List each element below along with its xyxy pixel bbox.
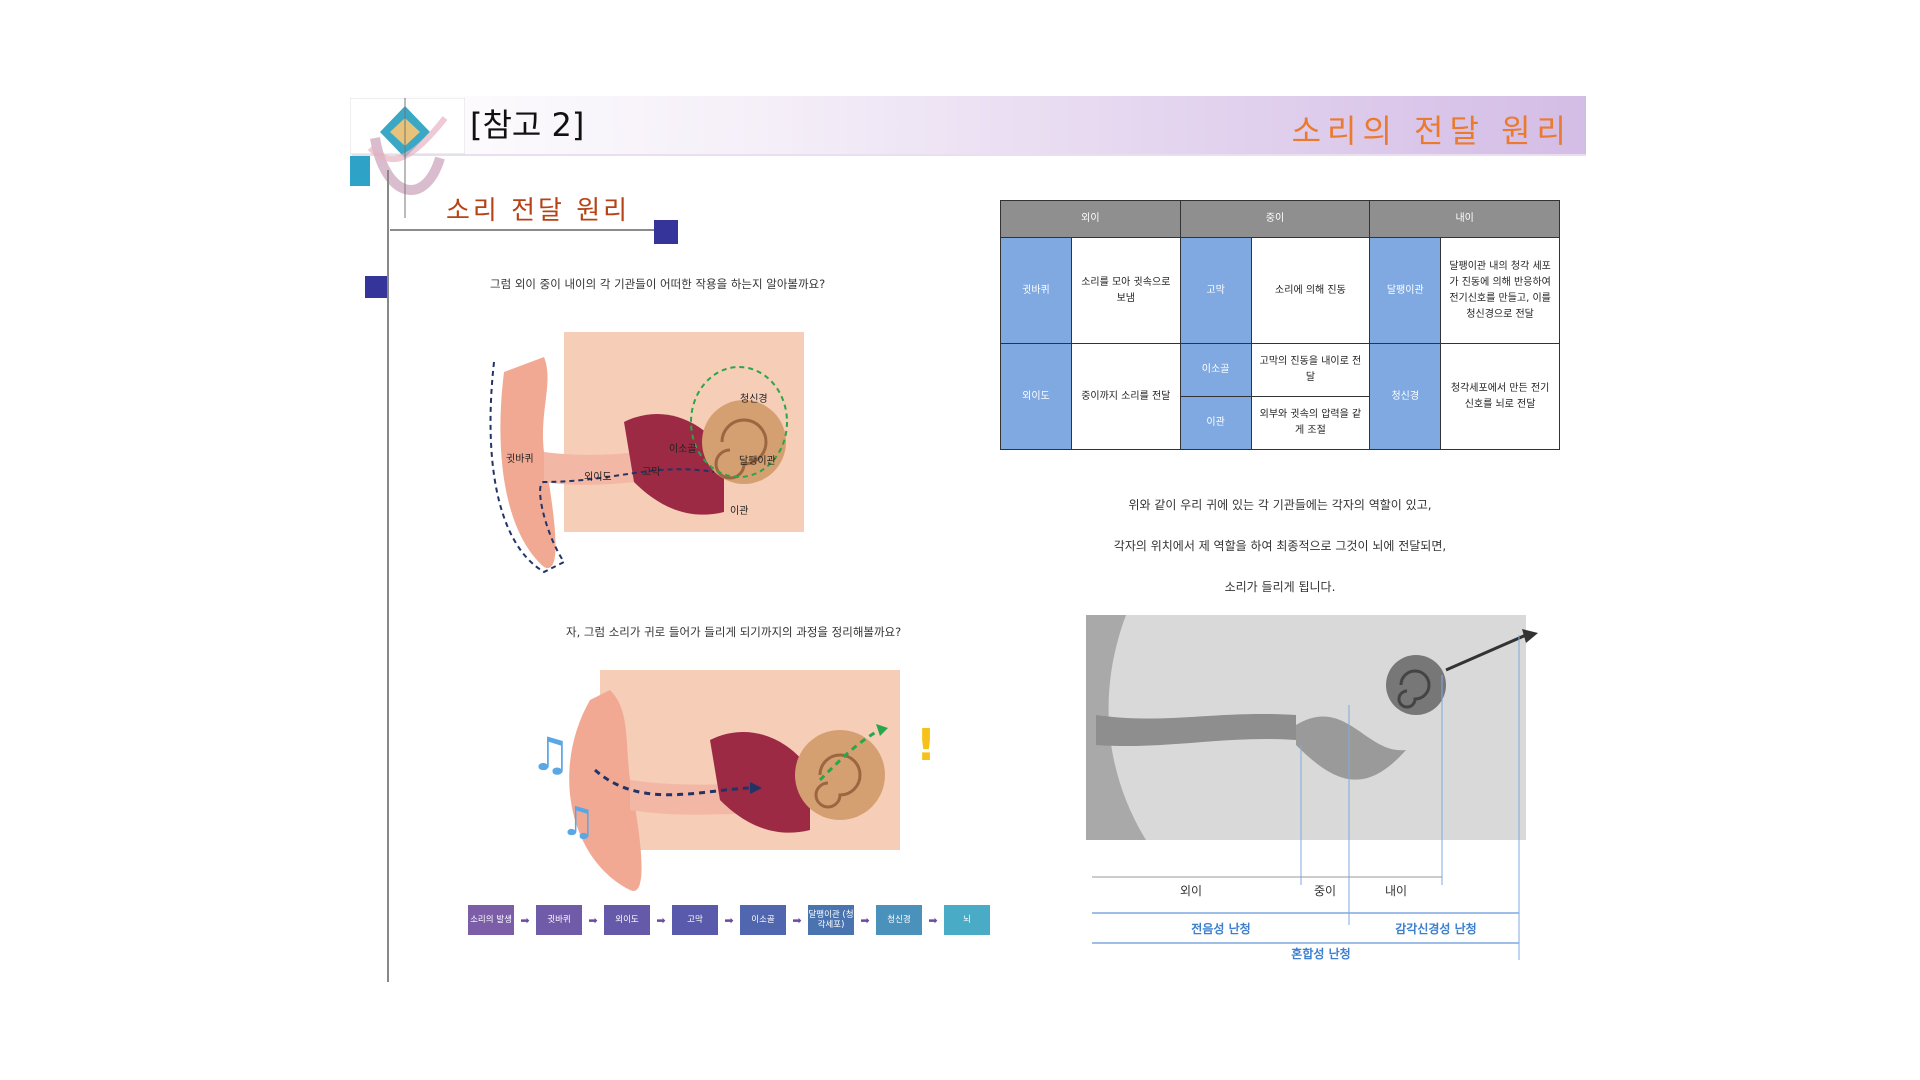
label-eardrum: 고막 [642,466,660,478]
table-cell-label: 외이도 [1000,343,1072,450]
sound-flow-sequence: 소리의 발생 ➡ 귓바퀴 ➡ 외이도 ➡ 고막 ➡ 이소골 ➡ 달팽이관 (청각… [468,905,990,935]
table-cell-label: 이관 [1179,396,1252,450]
flow-step: 고막 [672,905,718,935]
arrow-right-icon: ➡ [588,913,598,927]
header-band [352,96,1586,154]
table-cell-desc: 소리를 모아 귓속으로 보냄 [1070,237,1181,344]
label-middle-ear: 중이 [1314,884,1336,898]
ear-functions-table: 외이 중이 내이 귓바퀴 소리를 모아 귓속으로 보냄 고막 소리에 의해 진동… [1000,200,1560,450]
decorative-square [365,276,387,298]
sound-path-diagram: ♫ ♫ ! [530,670,936,891]
label-conductive-loss: 전음성 난청 [1191,921,1250,936]
label-eustachian-tube: 이관 [730,505,748,517]
question-2: 자, 그럼 소리가 귀로 들어가 들리게 되기까지의 과정을 정리해볼까요? [566,625,902,639]
question-1: 그럼 외이 중이 내이의 각 기관들이 어떠한 작용을 하는지 알아볼까요? [490,277,826,291]
table-cell-label: 귓바퀴 [1000,237,1072,344]
logo-graphic [350,98,465,218]
table-cell-label: 달팽이관 [1369,237,1442,344]
flow-step: 달팽이관 (청각세포) [808,905,854,935]
label-outer-ear: 외이 [1180,884,1202,898]
title-underline [390,229,658,231]
section-title: 소리 전달 원리 [446,196,631,226]
arrow-right-icon: ➡ [792,913,802,927]
table-cell-desc: 중이까지 소리를 전달 [1070,343,1181,450]
label-mixed-loss: 혼합성 난청 [1291,946,1350,960]
paragraph-line: 위와 같이 우리 귀에 있는 각 기관들에는 각자의 역할이 있고, [1128,498,1432,512]
table-cell-desc: 소리에 의해 진동 [1250,237,1371,344]
flow-step: 뇌 [944,905,990,935]
table-cell-desc: 달팽이관 내의 청각 세포가 진동에 의해 반응하여 전기신호를 만들고, 이를… [1440,237,1560,344]
label-ossicles: 이소골 [669,443,697,455]
table-cell-desc: 외부와 귓속의 압력을 같게 조절 [1250,396,1371,450]
table-header: 중이 [1179,200,1371,238]
label-cochlea: 달팽이관 [739,455,776,467]
music-note-icon: ♫ [560,799,596,845]
arrow-right-icon: ➡ [520,913,530,927]
flow-step: 귓바퀴 [536,905,582,935]
arrow-right-icon: ➡ [928,913,938,927]
table-cell-label: 이소골 [1179,343,1252,397]
table-header: 내이 [1369,200,1560,238]
paragraph-line: 각자의 위치에서 제 역할을 하여 최종적으로 그것이 뇌에 전달되면, [1113,539,1447,553]
header-right-title: 소리의 전달 원리 [1291,112,1572,150]
flow-step: 소리의 발생 [468,905,514,935]
table-cell-desc: 고막의 진동을 내이로 전달 [1250,343,1371,397]
table-cell-desc: 청각세포에서 만든 전기 신호를 뇌로 전달 [1440,343,1560,450]
arrow-right-icon: ➡ [860,913,870,927]
label-ear-canal: 외이도 [584,471,612,483]
flow-step: 이소골 [740,905,786,935]
exclamation-icon: ! [916,720,936,771]
hearing-loss-diagram: 외이 중이 내이 전음성 난청 감각신경성 난청 혼합성 난청 [1086,615,1538,960]
header-left-title: [참고 2] [470,106,585,144]
label-sensorineural-loss: 감각신경성 난청 [1395,921,1476,936]
label-auricle: 귓바퀴 [506,452,534,465]
vertical-rule [387,170,389,982]
flow-step: 외이도 [604,905,650,935]
arrow-right-icon: ➡ [724,913,734,927]
arrow-right-icon: ➡ [656,913,666,927]
explanation-paragraph: 위와 같이 우리 귀에 있는 각 기관들에는 각자의 역할이 있고, 각자의 위… [1000,496,1560,619]
paragraph-line: 소리가 들리게 됩니다. [1224,580,1336,594]
music-note-icon: ♫ [530,727,571,781]
table-cell-label: 고막 [1179,237,1252,344]
flow-step: 청신경 [876,905,922,935]
title-square [654,220,678,244]
table-header: 외이 [1000,200,1181,238]
label-inner-ear: 내이 [1385,884,1407,898]
table-cell-label: 청신경 [1369,343,1442,450]
ear-anatomy-diagram: 귓바퀴 외이도 고막 이소골 청신경 달팽이관 이관 [489,332,804,574]
label-auditory-nerve: 청신경 [740,392,768,405]
